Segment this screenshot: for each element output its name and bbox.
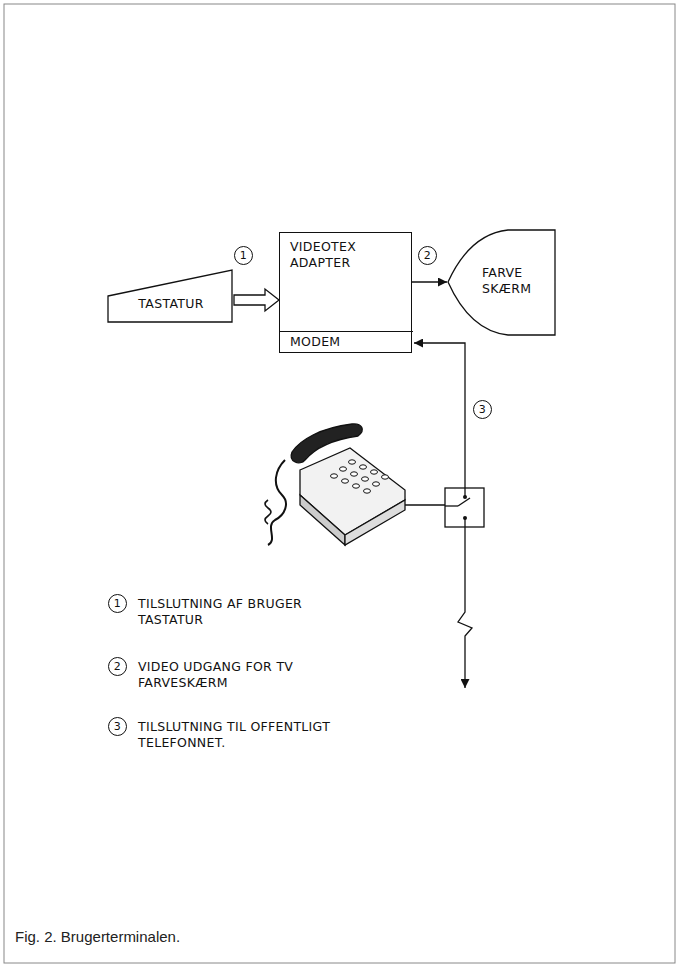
modem-band: MODEM (280, 331, 413, 352)
signal-arrow (412, 281, 447, 282)
hollow-arrow (234, 289, 279, 311)
callout-number: 1 (234, 246, 253, 265)
node-text: MODEM (290, 334, 405, 350)
node-text: FARVE SKÆRM (482, 265, 552, 297)
line-switch (445, 488, 484, 527)
phone-line (414, 343, 465, 488)
videotex-adapter: VIDEOTEX ADAPTER MODEM (279, 232, 412, 353)
figure-caption: Fig. 2. Brugerterminalen. (15, 928, 180, 945)
node-text: VIDEOTEX ADAPTER (290, 239, 390, 271)
telephone (265, 424, 445, 545)
callout-number: 2 (108, 657, 127, 676)
legend-note: VIDEO UDGANG FOR TV FARVESKÆRM (138, 659, 303, 691)
page-frame (4, 4, 675, 963)
phone-network-line (458, 527, 472, 688)
callout-number: 3 (108, 717, 127, 736)
legend-note: TILSLUTNING TIL OFFENTLIGT TELEFONNET. (138, 719, 383, 751)
node-text: TASTATUR (112, 296, 230, 312)
callout-number: 2 (418, 246, 437, 265)
callout-number: 3 (473, 400, 492, 419)
callout-number: 1 (108, 594, 127, 613)
keypad (331, 460, 389, 493)
legend-note: TILSLUTNING AF BRUGER TASTATUR (138, 596, 313, 628)
color-screen: FARVE SKÆRM (448, 230, 557, 335)
keyboard: TASTATUR (108, 270, 234, 322)
